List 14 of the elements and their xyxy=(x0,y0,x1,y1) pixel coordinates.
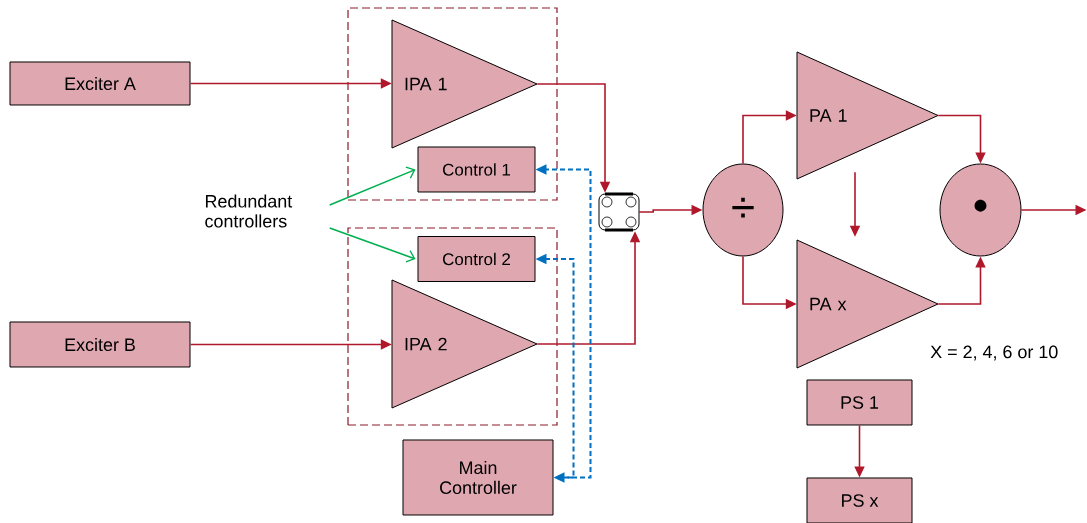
pointer-arrow xyxy=(328,166,416,206)
controller-box: Main Controller xyxy=(402,439,554,516)
exciter-box: Exciter B xyxy=(9,321,191,368)
amplifier-triangle: PA 1 xyxy=(796,51,939,180)
control-box: Control 1 xyxy=(417,146,536,193)
dashed-group-box xyxy=(347,227,558,426)
dashed-group-box xyxy=(347,7,558,201)
pointer-arrow xyxy=(328,227,416,263)
control-box: Control 2 xyxy=(417,236,536,282)
power-supply-box: PS x xyxy=(806,477,913,523)
switch-icon xyxy=(598,192,640,232)
annotation-text: Redundant controllers xyxy=(205,194,293,228)
exciter-box: Exciter A xyxy=(9,61,191,106)
power-supply-box: PS 1 xyxy=(806,379,913,426)
